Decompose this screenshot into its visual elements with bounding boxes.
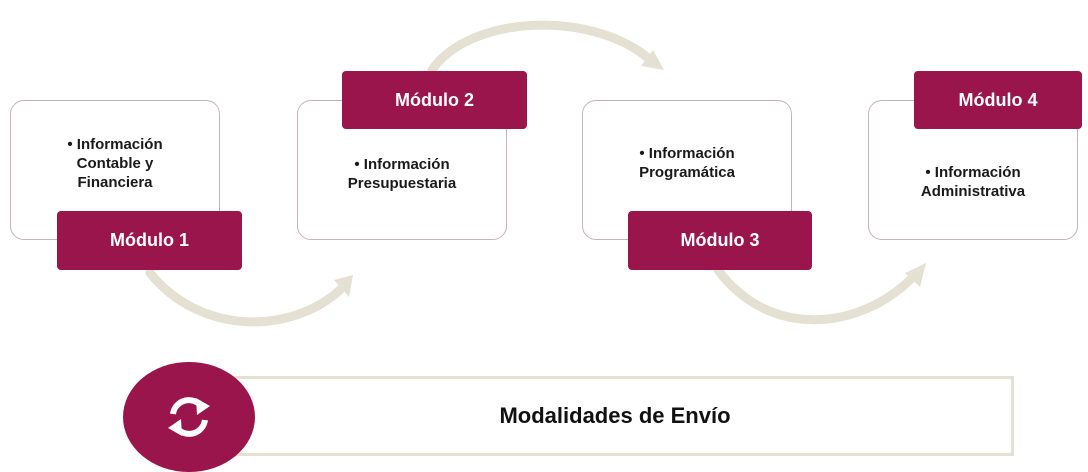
refresh-icon <box>168 397 210 437</box>
module-1-item-line: Contable y <box>76 155 154 172</box>
refresh-badge <box>123 362 255 472</box>
module-1-label: Módulo 1 <box>57 211 242 270</box>
module-4-label: Módulo 4 <box>914 71 1082 129</box>
arrow-module3-to-module4 <box>713 265 917 325</box>
module-3-item-line: • Información <box>639 145 735 162</box>
module-1-item-line: Financiera <box>77 174 153 191</box>
arrowhead-2 <box>641 50 664 70</box>
module-3-label: Módulo 3 <box>628 211 812 270</box>
submission-modes-title: Modalidades de Envío <box>499 403 731 428</box>
module-1-item-line: • Información <box>67 136 163 153</box>
module-2-label: Módulo 2 <box>342 71 527 129</box>
module-2-item-line: • Información <box>354 156 450 173</box>
module-4-item-line: • Información <box>925 164 1021 181</box>
flow-arrows <box>145 20 926 327</box>
module-3-item-line: Programática <box>639 164 735 181</box>
arrowhead-1 <box>334 275 353 297</box>
submission-modes-banner: Modalidades de Envío <box>186 376 1014 456</box>
module-1-content: • Información Contable y Financiera <box>11 135 219 192</box>
arrow-module1-to-module2 <box>145 268 345 327</box>
module-4-content: • Información Administrativa <box>869 163 1077 201</box>
arrow-module2-to-module3 <box>427 20 653 75</box>
module-4-item-line: Administrativa <box>920 183 1026 200</box>
arrowhead-3 <box>905 263 926 287</box>
module-3-content: • Información Programática <box>583 144 791 182</box>
module-2-content: • Información Presupuestaria <box>298 155 506 193</box>
module-2-item-line: Presupuestaria <box>347 175 457 192</box>
